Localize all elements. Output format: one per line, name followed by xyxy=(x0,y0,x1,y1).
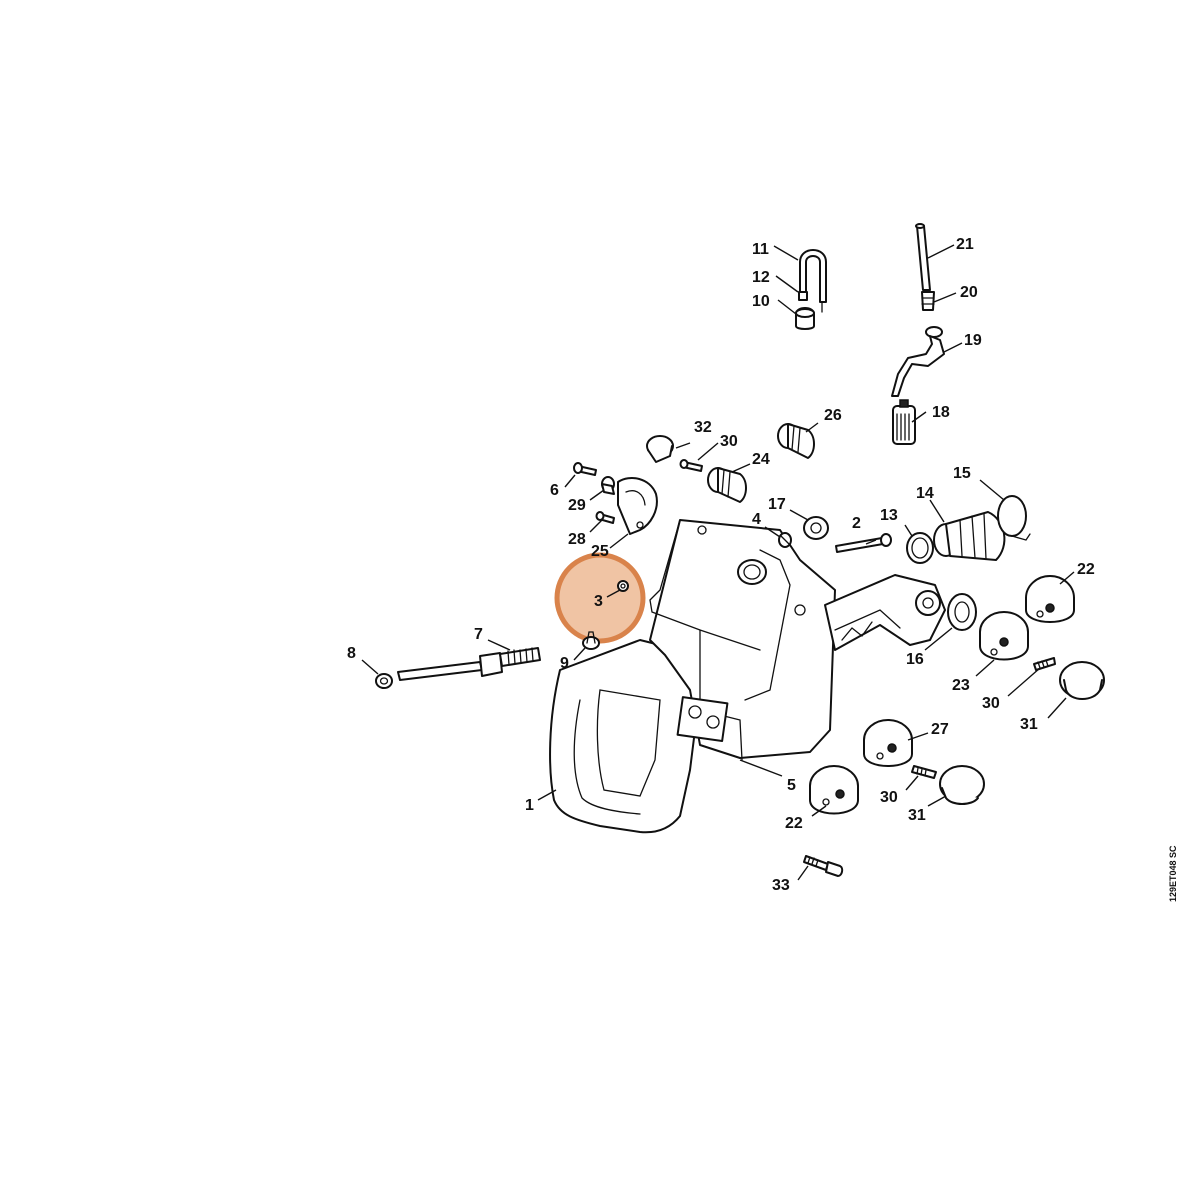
part-3-washer xyxy=(617,580,629,592)
hose-19 xyxy=(891,326,945,397)
label-33[interactable]: 33 xyxy=(772,877,790,894)
label-16[interactable]: 16 xyxy=(906,651,924,668)
label-28[interactable]: 28 xyxy=(568,531,586,548)
crankcase-housing xyxy=(549,519,946,834)
label-22-lower[interactable]: 22 xyxy=(785,815,803,832)
clamp-15 xyxy=(997,495,1031,541)
label-25[interactable]: 25 xyxy=(591,543,609,560)
label-31-lower[interactable]: 31 xyxy=(908,807,926,824)
label-19[interactable]: 19 xyxy=(964,332,982,349)
label-26[interactable]: 26 xyxy=(824,407,842,424)
ring-16 xyxy=(947,593,977,631)
label-20[interactable]: 20 xyxy=(960,284,978,301)
fuel-hose-11 xyxy=(799,249,827,313)
label-23[interactable]: 23 xyxy=(952,677,970,694)
label-8[interactable]: 8 xyxy=(347,645,356,662)
label-27[interactable]: 27 xyxy=(931,721,949,738)
label-24[interactable]: 24 xyxy=(752,451,770,468)
filter-18 xyxy=(892,399,916,445)
label-2[interactable]: 2 xyxy=(852,515,861,532)
clip-12 xyxy=(798,291,808,301)
mount-22-lower xyxy=(809,765,859,815)
tube-21 xyxy=(915,223,931,291)
cap-31-right xyxy=(1059,661,1105,700)
drawing-code: 129ET048 SC xyxy=(1168,845,1178,902)
ring-13 xyxy=(906,532,934,564)
screw-30-right xyxy=(1033,657,1056,671)
label-4[interactable]: 4 xyxy=(752,511,761,528)
sleeve xyxy=(375,673,393,689)
screw-33 xyxy=(803,855,844,877)
screw-6 xyxy=(573,462,597,476)
mount-23 xyxy=(979,611,1029,661)
label-6[interactable]: 6 xyxy=(550,482,559,499)
label-22-top[interactable]: 22 xyxy=(1077,561,1095,578)
label-1[interactable]: 1 xyxy=(525,797,534,814)
label-30-right[interactable]: 30 xyxy=(982,695,1000,712)
screw-30-lower xyxy=(911,765,937,779)
label-5[interactable]: 5 xyxy=(787,777,796,794)
sleeve-29 xyxy=(601,476,615,495)
label-31-right[interactable]: 31 xyxy=(1020,716,1038,733)
fitting-20 xyxy=(921,291,935,311)
spike-bolt xyxy=(397,647,541,681)
label-9[interactable]: 9 xyxy=(560,655,569,672)
mount-24 xyxy=(707,467,747,503)
label-30-top[interactable]: 30 xyxy=(720,433,738,450)
label-32[interactable]: 32 xyxy=(694,419,712,436)
label-13[interactable]: 13 xyxy=(880,507,898,524)
mount-26 xyxy=(777,423,815,459)
highlight-circle[interactable] xyxy=(554,552,646,644)
cover-32 xyxy=(646,435,674,463)
mount-27 xyxy=(863,719,913,767)
label-14[interactable]: 14 xyxy=(916,485,934,502)
label-21[interactable]: 21 xyxy=(956,236,974,253)
plug-4 xyxy=(778,532,792,548)
label-7[interactable]: 7 xyxy=(474,626,483,643)
label-17[interactable]: 17 xyxy=(768,496,786,513)
mount-22-top xyxy=(1025,575,1075,623)
part-labels: 1 2 3 4 5 6 7 8 9 10 11 12 13 14 15 16 1… xyxy=(347,236,1095,894)
label-10[interactable]: 10 xyxy=(752,293,770,310)
label-3[interactable]: 3 xyxy=(594,593,603,610)
label-15[interactable]: 15 xyxy=(953,465,971,482)
cap-10 xyxy=(795,307,815,330)
leader-lines xyxy=(361,244,1075,881)
label-29[interactable]: 29 xyxy=(568,497,586,514)
cap-31-lower xyxy=(939,765,985,805)
bolt-2 xyxy=(835,533,892,553)
part-9-plug xyxy=(582,631,600,650)
manifold-14 xyxy=(933,511,1006,561)
bracket-25 xyxy=(617,477,658,535)
washer-17 xyxy=(803,516,829,540)
label-11[interactable]: 11 xyxy=(752,241,769,258)
label-18[interactable]: 18 xyxy=(932,404,950,421)
label-30-lower[interactable]: 30 xyxy=(880,789,898,806)
label-12[interactable]: 12 xyxy=(752,269,770,286)
screw-30-top xyxy=(679,459,703,472)
screw-28 xyxy=(595,511,615,524)
